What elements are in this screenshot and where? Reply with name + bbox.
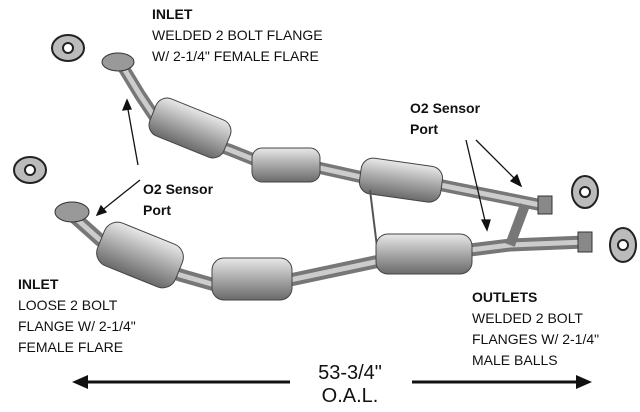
top-inlet-line: W/ 2-1/4" FEMALE FLARE	[152, 48, 319, 64]
sensor-label-line: O2 Sensor	[410, 100, 481, 116]
top-inlet-title: INLET	[152, 6, 193, 22]
dimension-value: 53-3/4"	[318, 362, 382, 384]
outlets-line: MALE BALLS	[472, 352, 558, 368]
bottom-inlet-title: INLET	[18, 276, 59, 292]
right-o2-sensor-label: O2 Sensor Port	[410, 98, 480, 140]
outlets-line: FLANGES W/ 2-1/4"	[472, 331, 600, 347]
overall-length-arrow	[72, 375, 592, 389]
dimension-caption: O.A.L.	[321, 385, 379, 407]
sensor-label-line: Port	[410, 121, 438, 137]
bottom-inlet-line: FLANGE W/ 2-1/4"	[18, 318, 136, 334]
upper-pipe-assembly	[101, 52, 553, 215]
top-inlet-line: WELDED 2 BOLT FLANGE	[152, 27, 323, 43]
bottom-inlet-line: LOOSE 2 BOLT	[18, 297, 118, 313]
sensor-label-line: Port	[143, 202, 171, 218]
outlets-line: WELDED 2 BOLT	[472, 310, 583, 326]
top-inlet-label: INLET WELDED 2 BOLT FLANGE W/ 2-1/4" FEM…	[152, 4, 323, 67]
gasket-icon	[12, 34, 638, 263]
bottom-inlet-label: INLET LOOSE 2 BOLT FLANGE W/ 2-1/4" FEMA…	[18, 274, 136, 358]
left-o2-sensor-label: O2 Sensor Port	[143, 179, 213, 221]
lower-pipe-assembly	[54, 189, 593, 301]
outlets-title: OUTLETS	[472, 289, 538, 305]
dimension-label: 53-3/4" O.A.L.	[290, 362, 410, 408]
bottom-inlet-line: FEMALE FLARE	[18, 339, 124, 355]
sensor-label-line: O2 Sensor	[143, 181, 214, 197]
sensor-pointer-arrows	[95, 98, 523, 232]
outlets-label: OUTLETS WELDED 2 BOLT FLANGES W/ 2-1/4" …	[472, 287, 599, 371]
